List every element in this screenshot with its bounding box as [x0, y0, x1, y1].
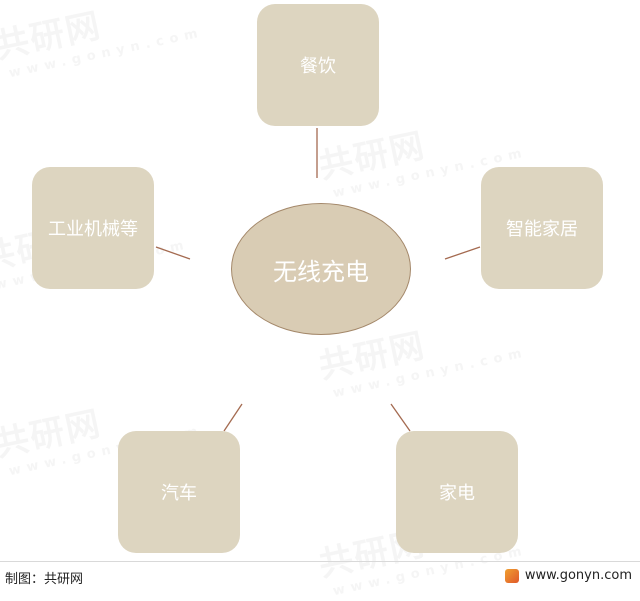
- node-smart-home: 智能家居: [481, 167, 603, 289]
- node-home-appliances: 家电: [396, 431, 518, 553]
- node-smart-home-label: 智能家居: [506, 219, 578, 240]
- connector-bottom-left: [223, 403, 243, 432]
- node-catering: 餐饮: [257, 4, 379, 126]
- connector-left: [155, 246, 191, 260]
- node-industrial-machinery-label: 工业机械等: [48, 219, 138, 240]
- center-node-wireless-charging: 无线充电: [231, 203, 411, 335]
- source-caption: 制图：共研网: [5, 572, 84, 587]
- connector-bottom-right: [390, 403, 411, 432]
- site-url: www.gonyn.com: [524, 568, 632, 583]
- footer-divider: [0, 561, 640, 562]
- center-node-label: 无线充电: [273, 257, 369, 286]
- node-catering-label: 餐饮: [300, 56, 336, 77]
- node-home-appliances-label: 家电: [439, 483, 475, 504]
- site-credit: www.gonyn.com: [504, 568, 632, 583]
- node-automobile: 汽车: [118, 431, 240, 553]
- node-automobile-label: 汽车: [161, 483, 197, 504]
- connector-right: [444, 246, 481, 260]
- brand-logo-icon: [504, 568, 519, 583]
- node-industrial-machinery: 工业机械等: [32, 167, 154, 289]
